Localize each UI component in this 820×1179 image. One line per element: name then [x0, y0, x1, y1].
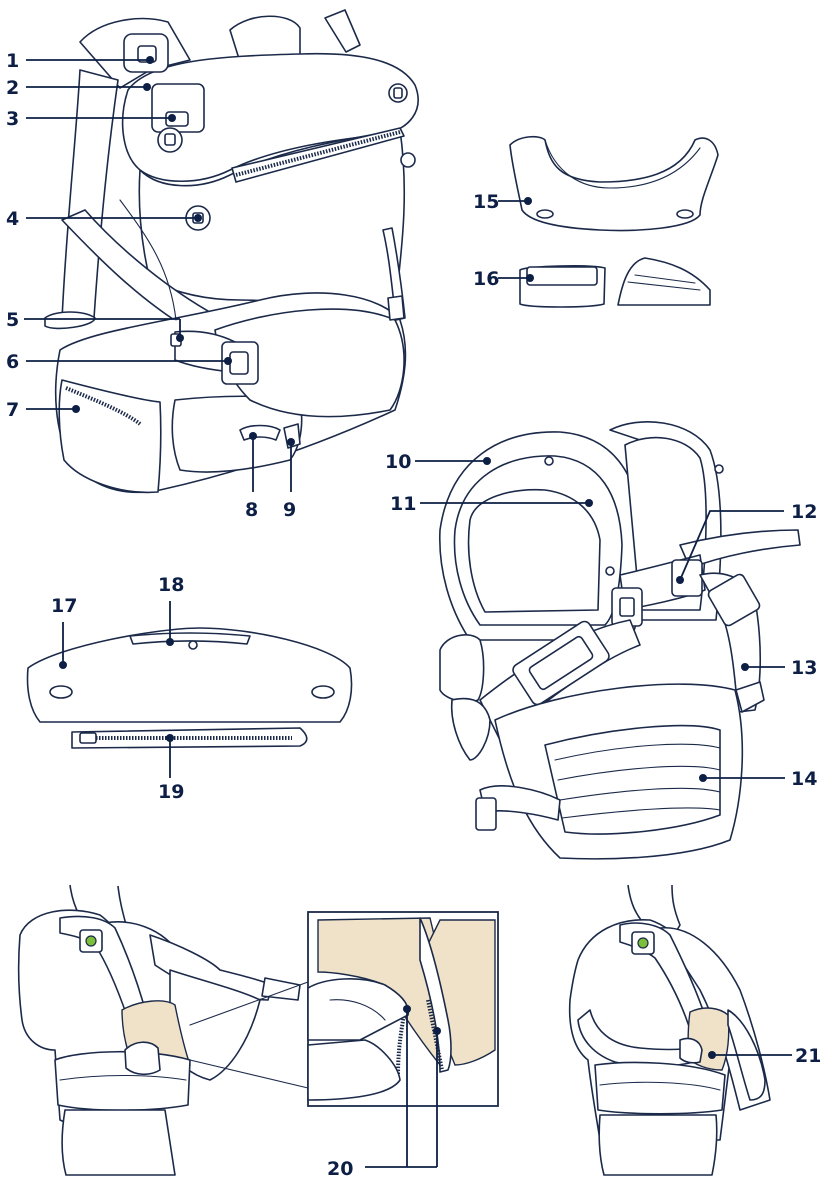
- carrier-side-view: [45, 10, 418, 492]
- person-right-illustration: [570, 885, 770, 1175]
- hood-pouch: [28, 628, 352, 748]
- label-9: 9: [283, 499, 296, 521]
- label-20: 20: [327, 1158, 353, 1179]
- label-13: 13: [791, 657, 817, 679]
- label-3: 3: [6, 108, 19, 130]
- label-14: 14: [791, 768, 817, 790]
- label-21: 21: [795, 1045, 820, 1067]
- label-5: 5: [6, 309, 19, 331]
- label-12: 12: [791, 501, 817, 523]
- label-19: 19: [158, 781, 184, 803]
- label-8: 8: [245, 499, 258, 521]
- label-10: 10: [385, 451, 411, 473]
- label-7: 7: [6, 399, 19, 421]
- person-left-illustration: [19, 885, 308, 1175]
- label-2: 2: [6, 77, 19, 99]
- label-6: 6: [6, 351, 19, 373]
- label-17: 17: [51, 595, 77, 617]
- label-1: 1: [6, 50, 19, 72]
- label-15: 15: [473, 191, 499, 213]
- label-11: 11: [390, 493, 416, 515]
- label-18: 18: [158, 574, 184, 596]
- carrier-back-view: [440, 422, 800, 859]
- accessory-inserts: [510, 137, 718, 307]
- label-16: 16: [473, 268, 499, 290]
- label-4: 4: [6, 208, 19, 230]
